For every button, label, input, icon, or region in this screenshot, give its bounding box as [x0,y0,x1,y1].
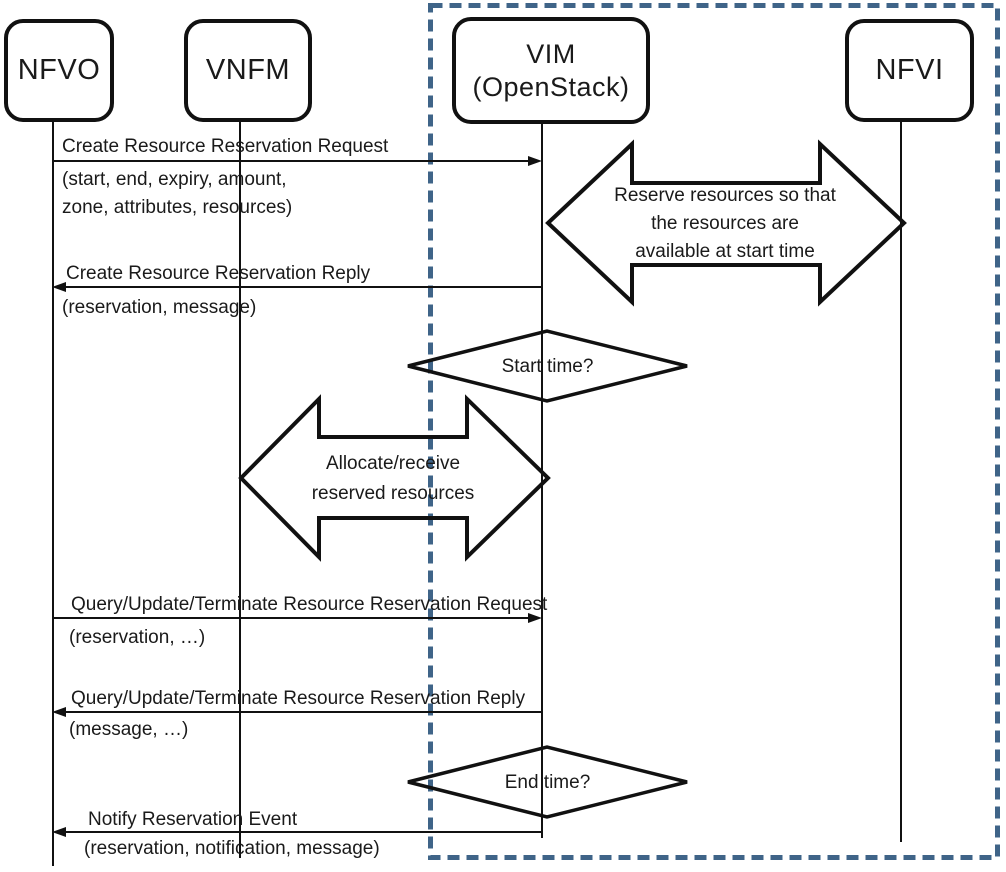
arrowhead-left-icon [52,707,66,717]
activity-label-line: Allocate/receive [325,453,461,474]
lifeline-nfvo [52,114,54,866]
message-title-query-request: Query/Update/Terminate Resource Reservat… [71,594,548,615]
message-title-create-request: Create Resource Reservation Request [62,136,389,157]
double-arrow-icon [238,394,551,562]
double-arrow-allocate-resources [238,394,551,562]
arrowhead-left-icon [52,827,66,837]
decision-start-time [407,329,688,403]
message-params-create-reply: (reservation, message) [62,297,257,318]
message-line-query-reply [64,711,542,713]
arrowhead-right-icon [528,613,542,623]
activity-label-line: the resources are [651,213,799,234]
message-params-query-reply: (message, …) [69,719,189,740]
activity-label-line: reserved resources [311,483,475,504]
message-title-query-reply: Query/Update/Terminate Resource Reservat… [71,688,526,709]
decision-label-start-time: Start time? [501,356,594,377]
decision-end-time [407,745,688,819]
actor-box-vim: VIM (OpenStack) [452,17,650,124]
actor-label-vnfm: VNFM [205,54,291,86]
message-params-line: (start, end, expiry, amount, [62,169,287,190]
arrowhead-left-icon [52,282,66,292]
vim-scope-dashed-border [428,3,1000,860]
message-line-notify-event [64,831,542,833]
message-params-query-request: (reservation, …) [69,627,206,648]
message-title-notify-event: Notify Reservation Event [88,809,298,830]
lifeline-nfvi [900,114,902,842]
lifeline-vnfm [239,114,241,858]
actor-sublabel-vim: (OpenStack) [472,71,630,102]
activity-label-line: available at start time [635,241,815,262]
actor-label-nfvo: NFVO [17,54,101,86]
decision-label-end-time: End time? [504,772,591,793]
actor-box-nfvi: NFVI [845,19,974,122]
activity-label-allocate: Allocate/receive reserved resources [261,449,525,509]
lifeline-vim [541,116,543,838]
actor-box-nfvo: NFVO [4,19,114,122]
arrowhead-right-icon [528,156,542,166]
actor-label-nfvi: NFVI [875,54,944,86]
activity-label-reserve: Reserve resources so that the resources … [592,182,858,266]
diamond-icon [407,329,688,403]
message-params-create-request: (start, end, expiry, amount, zone, attri… [62,166,292,222]
message-line-query-request [53,617,530,619]
actor-box-vnfm: VNFM [184,19,312,122]
actor-label-vim: VIM [526,38,576,69]
message-params-notify-event: (reservation, notification, message) [84,838,380,859]
double-arrow-reserve-resources [545,139,907,307]
message-params-line: zone, attributes, resources) [62,197,293,218]
activity-label-line: Reserve resources so that [614,185,836,206]
message-line-create-request [53,160,530,162]
double-arrow-icon [545,139,907,307]
message-line-create-reply [64,286,542,288]
message-title-create-reply: Create Resource Reservation Reply [66,263,371,284]
diamond-icon [407,745,688,819]
